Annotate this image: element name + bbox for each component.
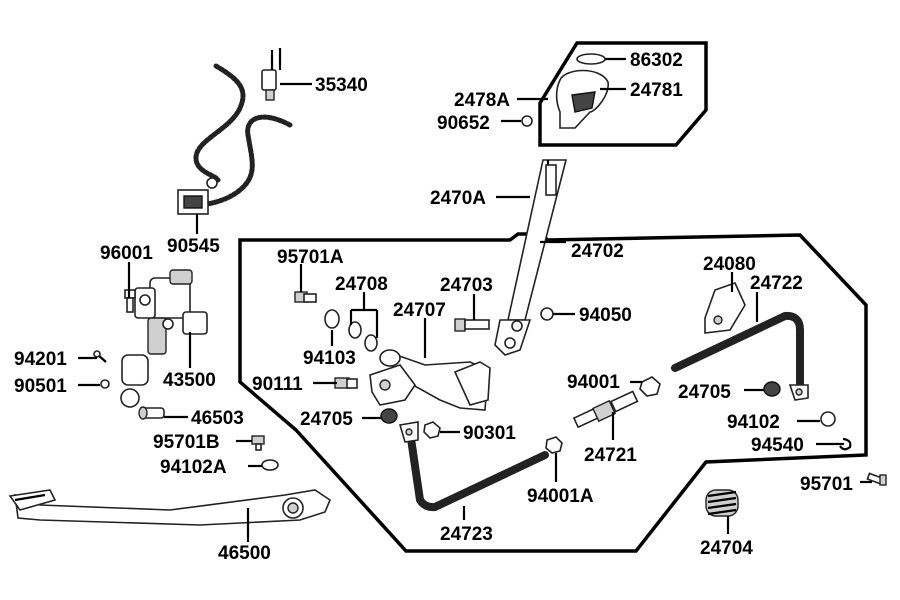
label-24707: 24707 xyxy=(393,300,446,321)
rod-24722-end xyxy=(788,384,809,401)
bolt-95701 xyxy=(866,472,887,486)
o-ring-24708-b xyxy=(364,334,378,352)
label-90301: 90301 xyxy=(463,423,516,444)
label-86302: 86302 xyxy=(630,50,683,71)
washer-94102A xyxy=(261,459,279,471)
label-2478A: 2478A xyxy=(454,90,510,111)
label-95701A: 95701A xyxy=(277,247,344,268)
washer-94050 xyxy=(540,307,554,321)
nut-94001A xyxy=(545,436,563,454)
adjuster-24721 xyxy=(572,390,639,429)
label-90652: 90652 xyxy=(437,113,490,134)
label-24708: 24708 xyxy=(335,274,388,295)
label-2470A: 2470A xyxy=(430,188,486,209)
emblem-86302 xyxy=(576,53,606,65)
label-94001: 94001 xyxy=(567,372,620,393)
label-90111: 90111 xyxy=(252,374,303,395)
sensor-35340 xyxy=(261,48,282,101)
label-24723: 24723 xyxy=(440,524,493,545)
spring-24704 xyxy=(705,489,739,517)
label-24722: 24722 xyxy=(750,273,803,294)
label-35340: 35340 xyxy=(315,75,368,96)
label-94540: 94540 xyxy=(751,435,804,456)
sensor-wire xyxy=(193,63,246,183)
rod-24723-end xyxy=(398,421,419,443)
label-24721: 24721 xyxy=(584,445,637,466)
washer-24705-right xyxy=(763,381,781,397)
shaft-24707 xyxy=(369,349,491,411)
nut-90301 xyxy=(423,421,441,439)
label-95701: 95701 xyxy=(800,474,853,495)
label-24705-right: 24705 xyxy=(678,382,731,403)
label-43500: 43500 xyxy=(163,370,216,391)
leader-lines xyxy=(78,57,872,542)
clip-94540 xyxy=(839,437,852,451)
brake-pedal-46500 xyxy=(8,489,331,526)
label-90501: 90501 xyxy=(14,376,67,397)
label-46503: 46503 xyxy=(191,408,244,429)
rod-24723-inner xyxy=(407,429,548,510)
clamp-90545 xyxy=(177,177,218,215)
label-90545: 90545 xyxy=(167,236,220,257)
label-94102A: 94102A xyxy=(160,457,227,478)
label-94050: 94050 xyxy=(579,305,632,326)
label-24781: 24781 xyxy=(630,80,683,101)
label-24705-left: 24705 xyxy=(300,409,353,430)
knob-24781 xyxy=(555,69,609,129)
washer-90501 xyxy=(100,379,110,389)
master-cylinder-43500 xyxy=(120,269,208,408)
washer-94102 xyxy=(820,411,836,427)
label-46500: 46500 xyxy=(218,543,271,564)
knob-callout-frame xyxy=(538,41,708,147)
sensor-wire-2 xyxy=(192,114,293,208)
pin-46503 xyxy=(138,406,165,420)
bolt-95701B xyxy=(251,435,265,451)
washer-94103 xyxy=(324,309,340,329)
rod-24722 xyxy=(671,311,804,392)
label-24702: 24702 xyxy=(571,241,624,262)
cotter-pin-94201 xyxy=(93,350,107,363)
bolt-95701A xyxy=(294,291,317,303)
label-95701B: 95701B xyxy=(153,432,220,453)
label-94201: 94201 xyxy=(14,349,67,370)
label-96001: 96001 xyxy=(100,243,153,264)
o-ring-24708 xyxy=(348,321,362,339)
assembly-frame xyxy=(238,232,868,553)
bolt-90111 xyxy=(334,377,358,389)
pin-24703 xyxy=(454,318,490,332)
label-94103: 94103 xyxy=(303,348,356,369)
label-24704: 24704 xyxy=(700,538,753,559)
washer-24705-left xyxy=(380,408,398,424)
label-94102: 94102 xyxy=(727,412,780,433)
bracket-24080 xyxy=(704,282,746,334)
nut-94001 xyxy=(639,376,661,397)
shift-lever-2470A xyxy=(494,159,568,356)
label-24080: 24080 xyxy=(703,254,756,275)
label-94001A: 94001A xyxy=(527,486,594,507)
screw-90652 xyxy=(521,115,533,127)
rod-24722-inner xyxy=(672,313,803,391)
label-24703: 24703 xyxy=(440,275,493,296)
